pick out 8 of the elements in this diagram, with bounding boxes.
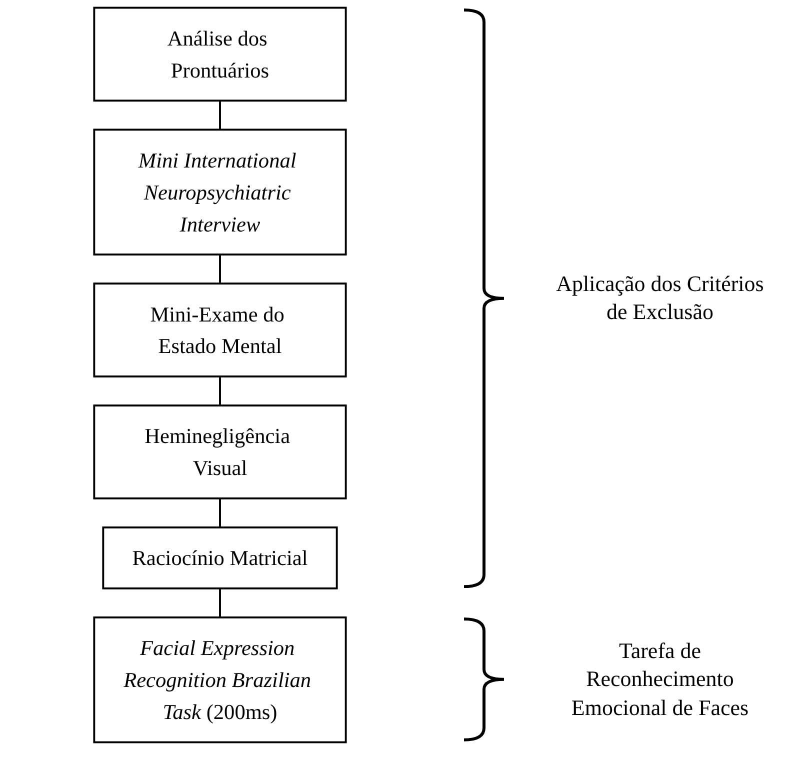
process-box: Análise dos Prontuários xyxy=(93,6,347,102)
process-box: Heminegligência Visual xyxy=(93,404,347,500)
group-label: Aplicação dos Critérios de Exclusão xyxy=(555,270,765,326)
process-box: Facial Expression Recognition Brazilian Task (200ms) xyxy=(93,616,347,744)
process-box: Mini International Neuropsychiatric Interview xyxy=(93,128,347,256)
group-label: Tarefa de Reconhecimento Emocional de Faces xyxy=(570,636,750,722)
process-box: Raciocínio Matricial xyxy=(102,526,338,590)
process-box: Mini-Exame do Estado Mental xyxy=(93,282,347,378)
